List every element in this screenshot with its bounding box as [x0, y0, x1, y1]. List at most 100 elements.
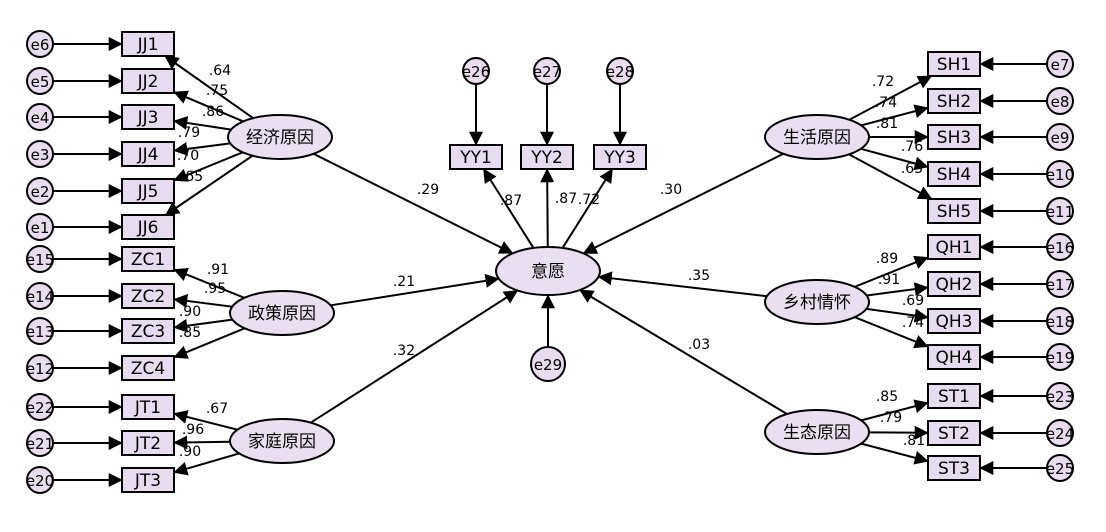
indicator-st3[interactable] [927, 455, 981, 481]
indicator-jt1[interactable] [121, 394, 175, 420]
error-e9[interactable] [1046, 123, 1074, 151]
latent-xcqh[interactable] [764, 279, 870, 325]
path-coefficient: .30 [660, 182, 682, 198]
indicator-jj4[interactable] [121, 141, 175, 167]
indicator-sh2[interactable] [927, 88, 981, 114]
error-e14[interactable] [26, 282, 54, 310]
indicator-label: SH5 [937, 202, 971, 222]
indicator-yy1[interactable] [449, 144, 503, 170]
indicator-label: SH2 [937, 92, 971, 112]
latent-yy[interactable] [495, 246, 601, 296]
indicator-label: JJ3 [137, 108, 159, 128]
path-coefficient: .03 [688, 337, 710, 353]
error-e20[interactable] [26, 466, 54, 494]
loading-label: .79 [178, 125, 200, 141]
error-e13[interactable] [26, 317, 54, 345]
error-label: e28 [606, 63, 634, 81]
error-e17[interactable] [1046, 270, 1074, 298]
error-e1[interactable] [26, 213, 54, 241]
error-e21[interactable] [26, 429, 54, 457]
error-label: e6 [31, 36, 50, 54]
loading-label: .65 [181, 169, 203, 185]
loading-label: .86 [202, 104, 224, 120]
error-e15[interactable] [26, 245, 54, 273]
error-label: e19 [1046, 349, 1074, 367]
latent-styy[interactable] [764, 409, 870, 455]
error-e27[interactable] [533, 57, 561, 85]
loading-arrow-zc3 [173, 318, 233, 333]
indicator-sh4[interactable] [927, 161, 981, 187]
indicator-label: YY3 [603, 148, 636, 168]
loading-arrow-jj1 [164, 55, 254, 119]
latent-label: 乡村情怀 [783, 293, 851, 313]
loading-arrow-jt1 [173, 410, 238, 431]
latent-shyy[interactable] [764, 114, 870, 160]
indicator-jj3[interactable] [121, 104, 175, 130]
error-e25[interactable] [1046, 454, 1074, 482]
error-e28[interactable] [606, 57, 634, 85]
latent-jjyy[interactable] [227, 114, 333, 160]
indicator-yy2[interactable] [520, 144, 574, 170]
indicator-zc3[interactable] [121, 318, 175, 344]
indicator-st2[interactable] [927, 420, 981, 446]
loading-label: .81 [903, 433, 925, 449]
error-label: e22 [26, 399, 54, 417]
error-e26[interactable] [462, 57, 490, 85]
loading-arrow-qh3 [866, 307, 929, 323]
indicator-label: QH3 [936, 312, 973, 332]
error-e23[interactable] [1046, 382, 1074, 410]
latent-jtyy[interactable] [229, 418, 335, 464]
error-e24[interactable] [1046, 419, 1074, 447]
indicator-st1[interactable] [927, 383, 981, 409]
error-label: e13 [26, 323, 54, 341]
error-label: e27 [533, 63, 561, 81]
error-e16[interactable] [1046, 233, 1074, 261]
indicator-zc2[interactable] [121, 283, 175, 309]
indicator-jj6[interactable] [121, 214, 175, 240]
error-e2[interactable] [26, 177, 54, 205]
error-e18[interactable] [1046, 307, 1074, 335]
loading-arrow-jj5 [173, 151, 243, 182]
error-e8[interactable] [1046, 87, 1074, 115]
indicator-sh1[interactable] [927, 51, 981, 77]
loading-label: .87 [500, 193, 522, 209]
indicator-jt2[interactable] [121, 430, 175, 456]
indicator-label: YY1 [459, 148, 492, 168]
indicator-yy3[interactable] [593, 144, 647, 170]
error-e6[interactable] [26, 30, 54, 58]
indicator-jj5[interactable] [121, 178, 175, 204]
indicator-qh2[interactable] [927, 271, 981, 297]
error-e12[interactable] [26, 354, 54, 382]
error-e7[interactable] [1046, 50, 1074, 78]
latent-zcyy[interactable] [229, 290, 335, 336]
error-e22[interactable] [26, 393, 54, 421]
error-label: e18 [1046, 313, 1074, 331]
loading-label: .70 [177, 148, 199, 164]
indicator-jj2[interactable] [121, 68, 175, 94]
error-e10[interactable] [1046, 160, 1074, 188]
error-e19[interactable] [1046, 343, 1074, 371]
loading-label: .96 [182, 422, 204, 438]
loading-label: .91 [207, 262, 229, 278]
disturbance-e29[interactable] [530, 346, 566, 382]
indicator-sh5[interactable] [927, 198, 981, 224]
error-e5[interactable] [26, 67, 54, 95]
loading-arrow-sh5 [848, 153, 933, 200]
indicator-qh4[interactable] [927, 344, 981, 370]
indicator-qh1[interactable] [927, 234, 981, 260]
indicator-label: ST3 [938, 459, 970, 479]
indicator-jj1[interactable] [121, 31, 175, 57]
error-e11[interactable] [1046, 197, 1074, 225]
loading-label: .64 [209, 63, 231, 79]
error-e3[interactable] [26, 140, 54, 168]
error-e4[interactable] [26, 103, 54, 131]
error-label: e15 [26, 251, 54, 269]
indicator-zc4[interactable] [121, 355, 175, 381]
indicator-jt3[interactable] [121, 467, 175, 493]
indicator-zc1[interactable] [121, 246, 175, 272]
indicator-sh3[interactable] [927, 124, 981, 150]
indicator-qh3[interactable] [927, 308, 981, 334]
loading-label: .89 [876, 251, 898, 267]
loading-label: .91 [878, 272, 900, 288]
error-label: e21 [26, 435, 54, 453]
